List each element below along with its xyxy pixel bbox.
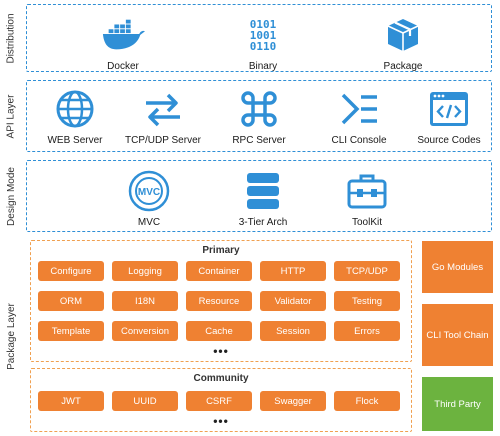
community-title: Community: [193, 373, 249, 384]
package-chip: Session: [260, 321, 326, 341]
cli-console-label: CLI Console: [331, 135, 387, 146]
toolkit-label: ToolKit: [351, 217, 382, 228]
toolbox-icon: [345, 169, 389, 213]
package-chip: Configure: [38, 261, 104, 281]
web-server-item: WEB Server: [25, 87, 125, 146]
community-chip: CSRF: [186, 391, 252, 411]
package-chip: HTTP: [260, 261, 326, 281]
distribution-layer-box: Docker 0101 1001 0110 Binary Package: [26, 4, 492, 72]
web-server-label: WEB Server: [47, 135, 103, 146]
cli-tool-chain-box: CLI Tool Chain: [422, 304, 493, 366]
primary-title: Primary: [202, 245, 240, 256]
go-modules-box: Go Modules: [422, 241, 493, 293]
package-item: Package: [353, 13, 453, 72]
terminal-prompt-icon: [337, 87, 381, 131]
binary-glyph: 0101 1001 0110: [249, 17, 277, 53]
globe-icon: [53, 87, 97, 131]
docker-label: Docker: [107, 61, 139, 72]
binary-item: 0101 1001 0110 Binary: [213, 13, 313, 73]
source-codes-item: Source Codes: [399, 87, 499, 146]
package-chip: Conversion: [112, 321, 178, 341]
package-chip: Template: [38, 321, 104, 341]
three-tier-label: 3-Tier Arch: [238, 217, 288, 228]
source-codes-label: Source Codes: [417, 135, 481, 146]
three-tier-item: 3-Tier Arch: [213, 169, 313, 228]
docker-icon: [101, 13, 145, 57]
tcp-udp-server-item: TCP/UDP Server: [113, 87, 213, 146]
package-chip: Errors: [334, 321, 400, 341]
rpc-server-label: RPC Server: [232, 135, 286, 146]
toolkit-item: ToolKit: [317, 169, 417, 228]
package-chip: ORM: [38, 291, 104, 311]
mvc-label: MVC: [137, 217, 161, 228]
mvc-badge-icon: MVC: [127, 169, 171, 213]
third-party-box: Third Party: [422, 377, 493, 431]
layers-stack-icon: [241, 169, 285, 213]
package-chip: Validator: [260, 291, 326, 311]
community-chip: UUID: [112, 391, 178, 411]
package-chip: Resource: [186, 291, 252, 311]
code-window-icon: [427, 87, 471, 131]
package-chip: Testing: [334, 291, 400, 311]
package-chip: TCP/UDP: [334, 261, 400, 281]
primary-more-dots: •••: [213, 344, 229, 358]
docker-item: Docker: [73, 13, 173, 72]
package-chip: Logging: [112, 261, 178, 281]
community-group-box: Community JWT UUID CSRF Swagger Flock ••…: [30, 368, 412, 432]
binary-label: Binary: [248, 61, 278, 72]
swap-arrows-icon: [141, 87, 185, 131]
api-layer-box: WEB Server TCP/UDP Server RPC Server CLI…: [26, 80, 492, 152]
layer-label-package: Package Layer: [5, 302, 17, 370]
cli-console-item: CLI Console: [309, 87, 409, 146]
community-chip: Flock: [334, 391, 400, 411]
binary-icon: 0101 1001 0110: [241, 13, 285, 57]
community-more-dots: •••: [213, 414, 229, 428]
layer-label-distribution: Distribution: [5, 12, 17, 64]
rpc-server-item: RPC Server: [209, 87, 309, 146]
package-label: Package: [383, 61, 423, 72]
layer-label-design: Design Mode: [5, 166, 17, 226]
tcp-udp-server-label: TCP/UDP Server: [125, 135, 201, 146]
package-chip: I18N: [112, 291, 178, 311]
primary-group-box: Primary Configure Logging Container HTTP…: [30, 240, 412, 362]
mvc-badge-text: MVC: [138, 187, 160, 198]
package-box-icon: [381, 13, 425, 57]
community-chip: JWT: [38, 391, 104, 411]
package-chip: Container: [186, 261, 252, 281]
design-layer-box: MVC MVC 3-Tier Arch ToolKit: [26, 160, 492, 232]
layer-label-api: API Layer: [5, 94, 17, 138]
mvc-item: MVC MVC: [99, 169, 199, 228]
package-chip: Cache: [186, 321, 252, 341]
community-chip: Swagger: [260, 391, 326, 411]
command-icon: [237, 87, 281, 131]
